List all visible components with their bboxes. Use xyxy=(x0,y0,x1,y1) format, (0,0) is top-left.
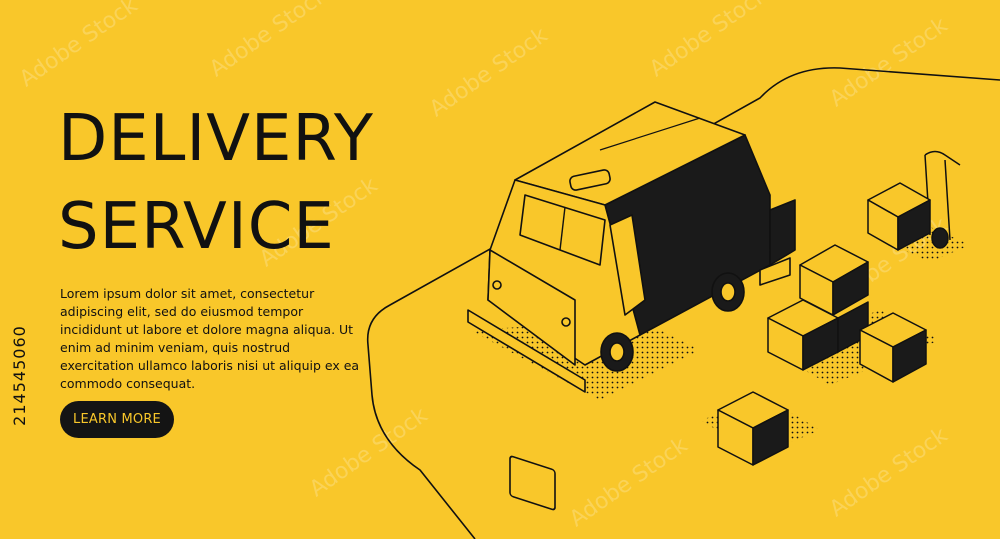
road-outline xyxy=(366,67,1000,539)
body-copy: Lorem ipsum dolor sit amet, consectetur … xyxy=(60,286,360,391)
learn-more-button[interactable]: LEARN MORE xyxy=(60,401,174,438)
cardboard-box-icon xyxy=(859,312,927,383)
page-title: DELIVERY SERVICE xyxy=(58,95,374,271)
hand-truck-icon xyxy=(867,150,961,251)
stock-id-label: 214545060 xyxy=(6,300,32,450)
cardboard-box-icon xyxy=(717,391,789,466)
delivery-truck-icon xyxy=(467,101,796,511)
headline-line-2: SERVICE xyxy=(58,190,335,264)
stock-id-text: 214545060 xyxy=(9,324,29,426)
headline-line-1: DELIVERY xyxy=(58,102,374,176)
